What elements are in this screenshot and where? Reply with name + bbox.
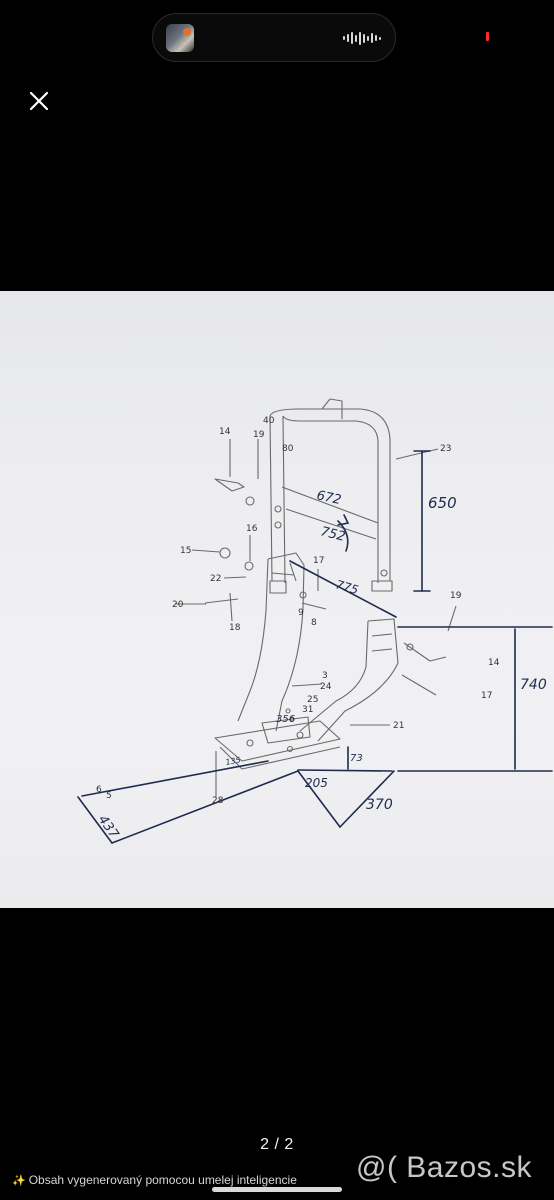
dimension-label: 672 xyxy=(315,488,342,508)
part-label: 5 xyxy=(106,791,112,801)
part-label: 22 xyxy=(210,574,221,584)
part-label: 6 xyxy=(96,785,102,795)
part-label: 21 xyxy=(393,721,404,731)
close-button[interactable] xyxy=(24,86,54,116)
part-label: 23 xyxy=(440,444,451,454)
drawing-photo[interactable]: 14 19 40 80 23 16 15 22 17 20 18 9 8 3 2… xyxy=(0,291,554,908)
part-label: 80 xyxy=(282,444,294,454)
part-label: 17 xyxy=(313,556,324,566)
dimension-label: 356 xyxy=(276,714,295,725)
part-label: 8 xyxy=(311,618,317,628)
part-label: 15 xyxy=(180,546,191,556)
part-label: 9 xyxy=(298,608,304,618)
part-label: 28 xyxy=(212,796,224,806)
part-label: 19 xyxy=(450,591,462,601)
dimension-label: 775 xyxy=(334,577,360,597)
home-indicator[interactable] xyxy=(212,1187,342,1192)
page-counter: 2 / 2 xyxy=(260,1136,294,1153)
dimension-label: 135 xyxy=(225,755,242,767)
part-label: 19 xyxy=(253,430,265,440)
close-icon xyxy=(29,91,49,111)
part-label: 17 xyxy=(481,691,492,701)
part-label: 14 xyxy=(219,427,231,437)
dimension-label: 73 xyxy=(350,753,363,764)
audio-wave-icon xyxy=(343,31,381,45)
dimension-label: 205 xyxy=(305,776,328,790)
part-label: 16 xyxy=(246,524,258,534)
part-label: 31 xyxy=(302,705,313,715)
part-label: 18 xyxy=(229,623,241,633)
recording-indicator xyxy=(486,32,489,41)
part-label: 20 xyxy=(172,600,184,610)
part-label: 25 xyxy=(307,695,318,705)
bazos-watermark: @( Bazos.sk xyxy=(356,1151,532,1184)
dimension-label: 650 xyxy=(428,494,457,512)
ai-notice-text: Obsah vygenerovaný pomocou umelej inteli… xyxy=(28,1173,297,1187)
sparkle-icon: ✨ xyxy=(12,1175,26,1187)
technical-drawing: 14 19 40 80 23 16 15 22 17 20 18 9 8 3 2… xyxy=(77,398,553,844)
dimension-label: 437 xyxy=(95,813,122,843)
part-label: 24 xyxy=(320,682,332,692)
media-pill[interactable] xyxy=(152,13,396,62)
part-label: 40 xyxy=(263,416,275,426)
media-thumbnail xyxy=(166,24,194,52)
ai-notice: ✨Obsah vygenerovaný pomocou umelej intel… xyxy=(12,1173,297,1187)
dimension-label: 740 xyxy=(520,677,547,693)
dimension-label: 370 xyxy=(366,797,393,813)
part-label: 3 xyxy=(322,671,328,681)
dimension-label: 752 xyxy=(319,524,347,545)
part-label: 14 xyxy=(488,658,500,668)
